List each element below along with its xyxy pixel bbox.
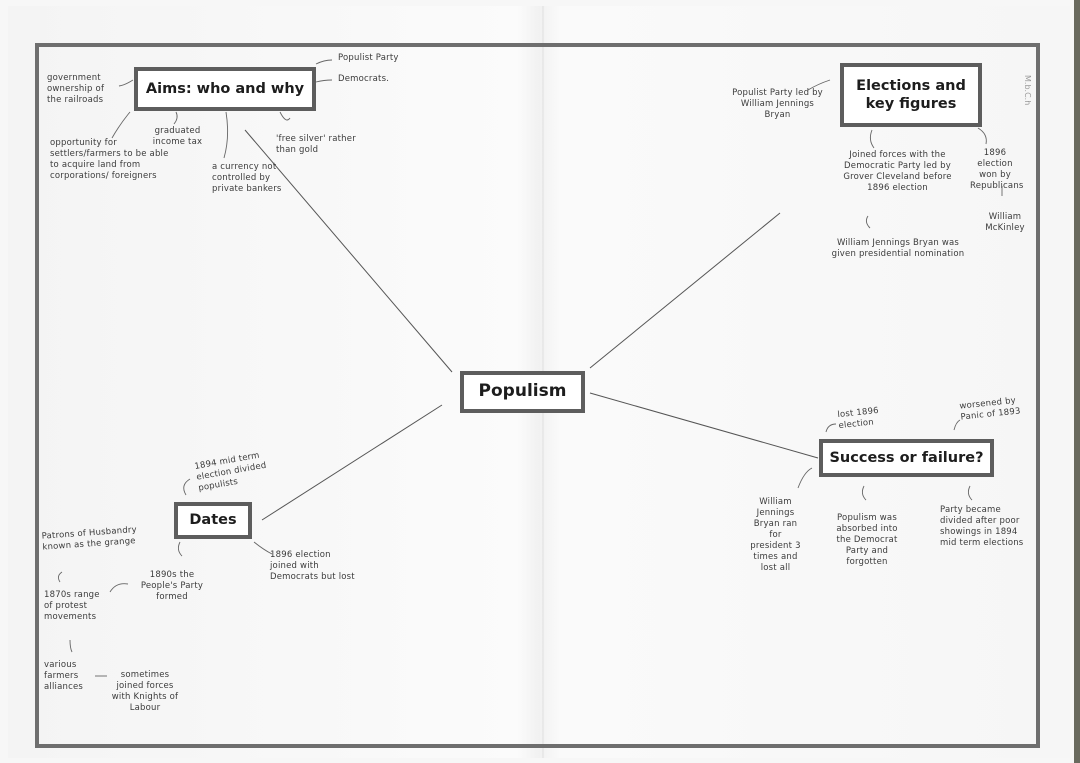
note-joined-forces: Joined forces with the Democratic Party …	[843, 150, 952, 194]
note-free-silver: 'free silver' rather than gold	[276, 134, 356, 156]
note-democrats: Democrats.	[338, 74, 390, 84]
note-mckinley: William McKinley	[985, 212, 1025, 234]
node-success: Success or failure?	[819, 439, 994, 477]
note-knights: sometimes joined forces with Knights of …	[111, 670, 179, 714]
note-divided: Party became divided after poor showings…	[940, 505, 1024, 549]
node-populism: Populism	[460, 371, 585, 413]
note-1896-lost: 1896 election joined with Democrats but …	[270, 550, 355, 583]
node-dates-label: Dates	[189, 512, 237, 529]
note-1890s: 1890s the People's Party formed	[140, 570, 204, 603]
node-aims-label: Aims: who and why	[145, 80, 305, 97]
note-led-by: Populist Party led by William Jennings B…	[732, 88, 823, 121]
node-populism-label: Populism	[478, 381, 567, 402]
mindmap-frame	[35, 43, 1040, 748]
page-edge	[1074, 0, 1080, 763]
note-bryan-3-times: William Jennings Bryan ran for president…	[750, 497, 801, 574]
note-1896-won: 1896 election won by Republicans	[970, 148, 1024, 192]
node-aims: Aims: who and why	[134, 67, 316, 111]
note-currency: a currency not controlled by private ban…	[212, 162, 282, 195]
note-1870s: 1870s range of protest movements	[44, 590, 100, 623]
note-railroads: government ownership of the railroads	[47, 73, 105, 106]
note-populist-party: Populist Party	[338, 53, 399, 63]
note-settlers: opportunity for settlers/farmers to be a…	[50, 138, 169, 182]
node-success-label: Success or failure?	[829, 449, 984, 466]
note-absorbed: Populism was absorbed into the Democrat …	[836, 513, 898, 568]
note-nomination: William Jennings Bryan was given preside…	[831, 238, 965, 260]
node-elections: Elections and key figures	[840, 63, 982, 127]
note-alliances: various farmers alliances	[44, 660, 84, 693]
note-income-tax: graduated income tax	[152, 126, 203, 148]
node-elections-label: Elections and key figures	[856, 77, 966, 112]
node-dates: Dates	[174, 502, 252, 539]
